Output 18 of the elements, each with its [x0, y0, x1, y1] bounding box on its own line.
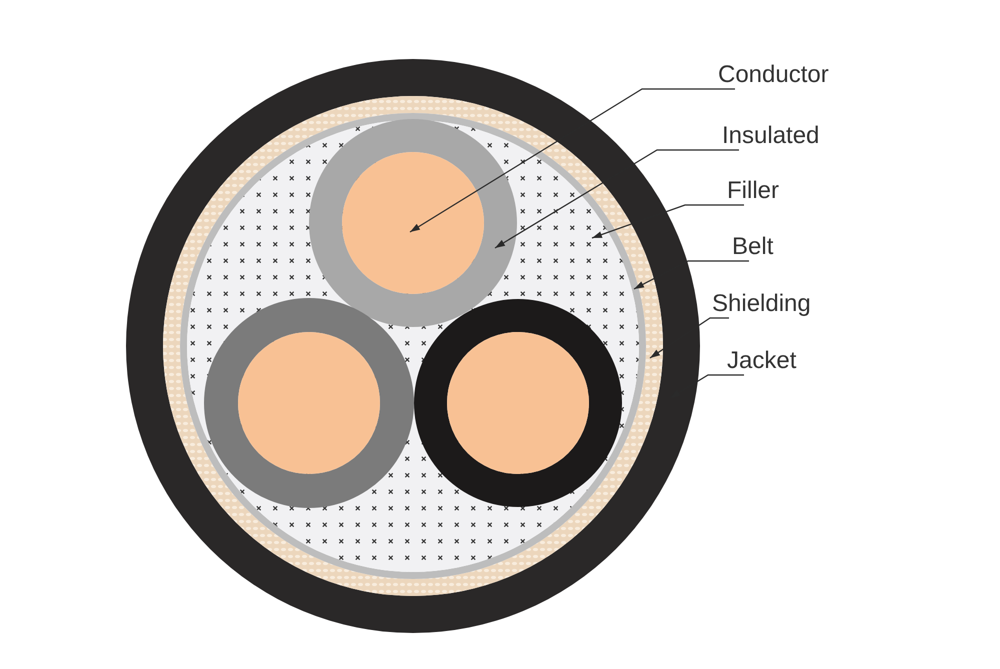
leader-line — [410, 88, 735, 233]
jacket-ring — [126, 60, 700, 632]
insulation-ring — [309, 119, 517, 327]
insulation-ring — [414, 299, 622, 507]
leader-line — [592, 204, 744, 239]
part-label: Conductor — [718, 61, 829, 89]
leader-line — [494, 149, 739, 249]
part-label: Jacket — [727, 347, 796, 375]
conductor-core — [447, 332, 589, 474]
leader-line — [634, 260, 749, 290]
insulation-ring — [204, 298, 414, 508]
part-label: Filler — [727, 177, 779, 205]
conductor-core — [238, 332, 380, 474]
part-label: Insulated — [722, 122, 820, 150]
part-label: Shielding — [712, 290, 811, 318]
conductor-core — [342, 152, 484, 294]
part-label: Belt — [732, 233, 774, 261]
leader-line — [650, 317, 729, 358]
